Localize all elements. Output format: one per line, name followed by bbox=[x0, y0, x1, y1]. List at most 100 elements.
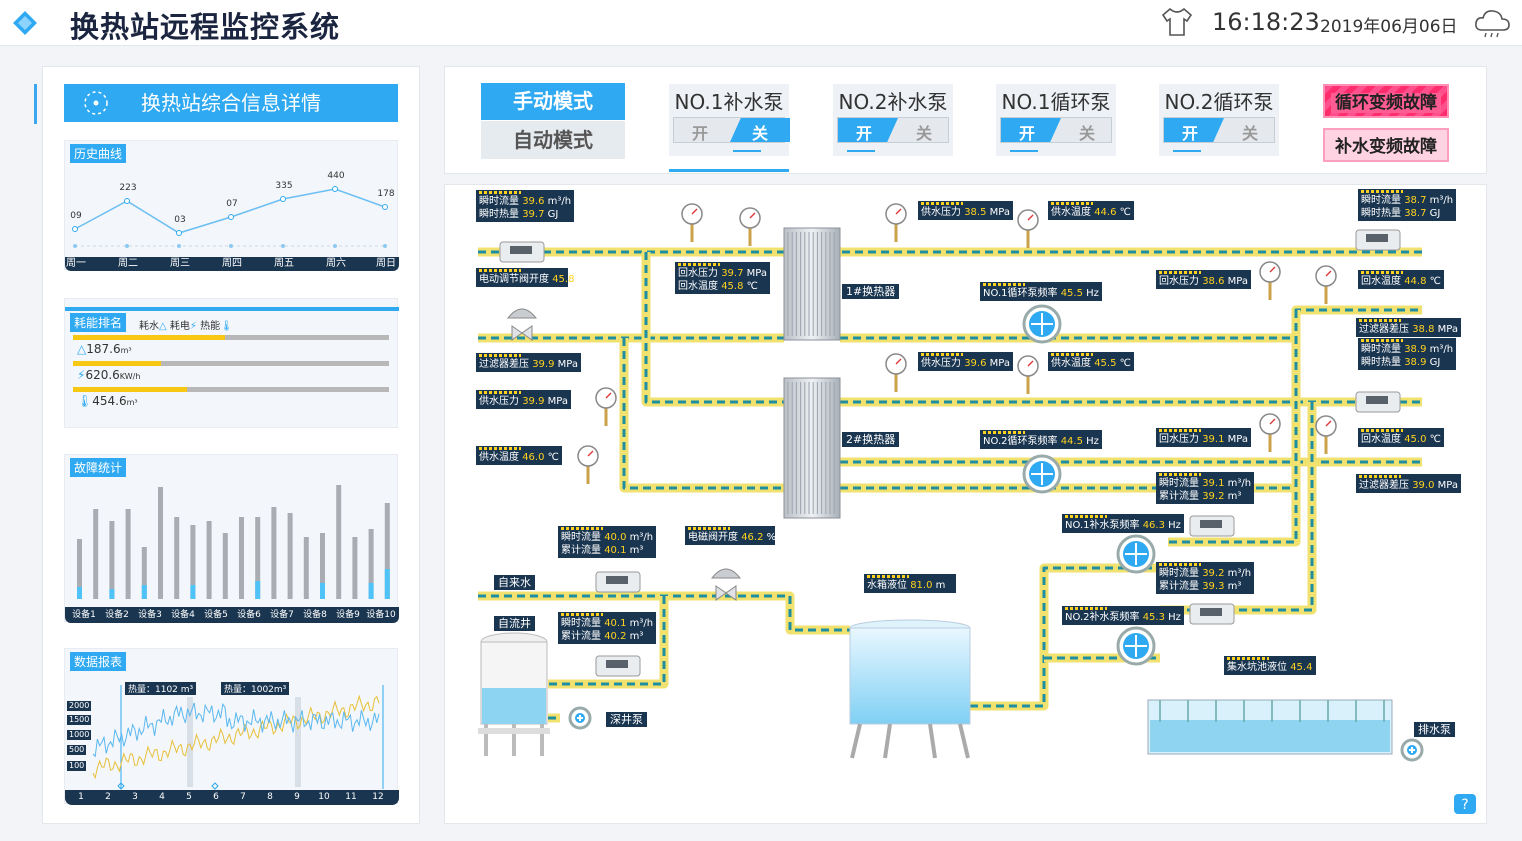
report-xtick: 2 bbox=[105, 792, 111, 802]
readout-stripe bbox=[1361, 190, 1403, 193]
report-series-flow bbox=[92, 702, 380, 758]
readout-unit: GJ bbox=[547, 209, 559, 220]
circulation-fault-indicator: 循环变频故障 bbox=[1323, 84, 1449, 118]
gauge-needle bbox=[691, 208, 698, 215]
energy-bar-track bbox=[73, 361, 389, 366]
readout-stripe bbox=[1159, 429, 1201, 432]
heat-label-1: 热量：1102 m³ bbox=[125, 682, 197, 695]
report-marker-icon bbox=[211, 782, 219, 790]
energy-value: 620.6 bbox=[85, 368, 120, 382]
meter-display bbox=[510, 246, 532, 254]
readout-value: 45.0 bbox=[1404, 434, 1427, 445]
readout-value: 46.2 bbox=[741, 532, 764, 543]
history-day-label: 周二 bbox=[118, 258, 138, 269]
gauge-needle bbox=[587, 450, 594, 457]
fault-device-label: 设备10 bbox=[366, 610, 396, 620]
history-chart bbox=[72, 186, 388, 248]
readout-unit: m bbox=[1315, 662, 1326, 673]
meter-display bbox=[606, 576, 628, 584]
readout-unit: m³/h bbox=[1227, 568, 1252, 579]
toggle-underline bbox=[1173, 150, 1201, 152]
pump-toggle-1[interactable]: 开 关 bbox=[673, 117, 790, 143]
pump-tab-underline bbox=[669, 169, 789, 172]
fault-bar bbox=[141, 547, 147, 599]
toggle-on-label: 开 bbox=[692, 124, 709, 143]
readout-unit: m³ bbox=[1227, 581, 1242, 592]
readout-stripe bbox=[1361, 271, 1403, 274]
energy-bar-fill bbox=[73, 361, 161, 366]
readout-supl_p: 供水压力 39.9 MPa bbox=[476, 390, 571, 409]
fault-bar bbox=[77, 539, 82, 599]
readout-filter_l: 过滤器差压 39.9 MPa bbox=[476, 353, 581, 372]
fault-device-label: 设备2 bbox=[105, 610, 129, 620]
pump-name: NO.1循环泵 bbox=[1001, 90, 1111, 114]
readout-stripe bbox=[921, 202, 963, 205]
fault-bar bbox=[368, 529, 374, 599]
tag-drain: 排水泵 bbox=[1414, 722, 1455, 737]
gauge-needle bbox=[895, 208, 902, 215]
pipe-flow bbox=[548, 596, 666, 686]
history-point bbox=[332, 186, 338, 192]
report-band bbox=[295, 697, 301, 787]
history-value: 223 bbox=[119, 183, 137, 193]
station-info-button[interactable]: 换热站综合信息详情 bbox=[64, 84, 398, 122]
manual-mode-button[interactable]: 手动模式 bbox=[481, 83, 625, 120]
readout-label: 瞬时热量 bbox=[1361, 357, 1401, 368]
readout-label: 瞬时流量 bbox=[561, 532, 601, 543]
readout-stripe bbox=[1051, 353, 1093, 356]
shirt-icon[interactable] bbox=[1160, 6, 1194, 38]
fault-bar bbox=[93, 509, 99, 599]
auto-mode-button[interactable]: 自动模式 bbox=[481, 121, 625, 159]
readout-unit: m³ bbox=[629, 631, 644, 642]
help-icon[interactable]: ? bbox=[1452, 792, 1478, 816]
readout-unit: % bbox=[577, 274, 588, 285]
readout-label: NO.1循环泵频率 bbox=[983, 288, 1058, 299]
readout-value: 45.5 bbox=[1060, 288, 1083, 299]
readout-label: 瞬时流量 bbox=[1361, 195, 1401, 206]
readout-label: 瞬时流量 bbox=[1159, 568, 1199, 579]
readout-unit: m³/h bbox=[629, 532, 654, 543]
report-band bbox=[187, 697, 193, 787]
toggle-active-segment bbox=[838, 118, 898, 142]
readout-value: 40.1 bbox=[604, 545, 627, 556]
readout-value: 39.6 bbox=[964, 358, 987, 369]
pump-toggle-3[interactable]: 开 关 bbox=[1000, 117, 1112, 143]
fault-bar-highlight bbox=[109, 589, 115, 599]
readout-value: 45.5 bbox=[1094, 358, 1117, 369]
readout-unit: Hz bbox=[1168, 612, 1181, 623]
report-xtick: 4 bbox=[159, 792, 165, 802]
left-panel-indicator bbox=[34, 84, 37, 124]
toggle-underline bbox=[733, 150, 761, 152]
readout-value: 44.6 bbox=[1094, 207, 1117, 218]
fault-bar bbox=[336, 485, 342, 599]
gauge-needle bbox=[1027, 360, 1034, 367]
pipe-flow bbox=[478, 594, 850, 632]
readout-value: 39.2 bbox=[1202, 491, 1225, 502]
energy-icon: ⚡ bbox=[77, 368, 86, 382]
readout-label: NO.2补水泵频率 bbox=[1065, 612, 1140, 623]
readout-unit: % bbox=[766, 532, 777, 543]
readout-unit: GJ bbox=[1429, 208, 1441, 219]
pump-toggle-2[interactable]: 开 关 bbox=[837, 117, 949, 143]
readout-label: 过滤器差压 bbox=[1359, 480, 1409, 491]
energy-bar-track bbox=[73, 387, 389, 392]
gauge-needle bbox=[895, 358, 902, 365]
clock-time: 16:18:23 bbox=[1212, 8, 1320, 36]
history-point bbox=[280, 196, 286, 202]
well-tank bbox=[478, 632, 550, 756]
readout-label: 回水温度 bbox=[1361, 434, 1401, 445]
readout-label: 累计流量 bbox=[561, 631, 601, 642]
readout-ret3t: 回水温度 45.0 ℃ bbox=[1358, 428, 1444, 447]
readout-value: 38.9 bbox=[1404, 344, 1427, 355]
report-ytick: 1500 bbox=[67, 715, 92, 725]
pump-toggle-4[interactable]: 开 关 bbox=[1163, 117, 1275, 143]
fault-bar bbox=[174, 517, 180, 599]
fault-device-label: 设备8 bbox=[303, 610, 327, 620]
toggle-on-label: 开 bbox=[856, 124, 873, 143]
valve-body bbox=[511, 325, 533, 341]
readout-stripe bbox=[479, 269, 521, 272]
readout-unit: MPa bbox=[1437, 324, 1458, 335]
